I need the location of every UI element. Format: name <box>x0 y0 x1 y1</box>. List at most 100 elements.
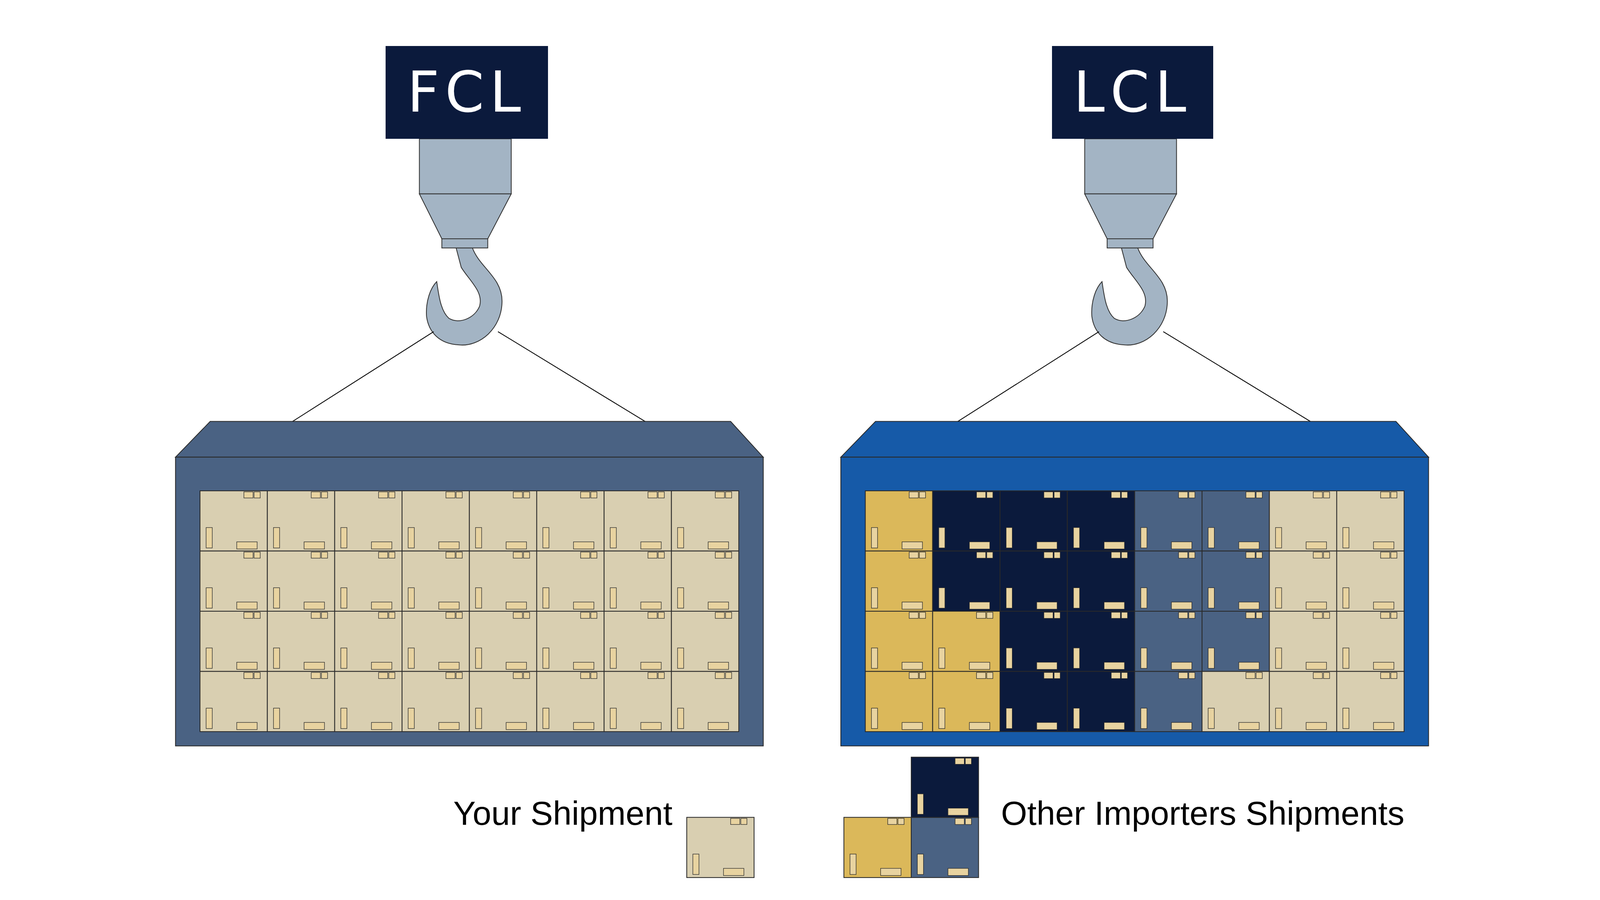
parcel-mark <box>446 672 456 679</box>
parcel-body <box>686 817 754 878</box>
parcel-body <box>1202 551 1270 612</box>
parcel-mark <box>456 552 462 558</box>
parcel-mark <box>610 587 617 608</box>
parcel-mark <box>590 492 597 498</box>
parcel-mark <box>1256 612 1262 619</box>
parcel-mark <box>708 662 729 670</box>
parcel-mark <box>371 722 392 730</box>
parcel-mark <box>898 818 904 825</box>
parcel-mark <box>513 612 523 619</box>
parcel-mark <box>1306 722 1327 730</box>
label-text: LCL <box>1073 64 1192 121</box>
parcel-body <box>1000 490 1068 552</box>
crane-funnel <box>419 194 512 239</box>
parcel-mark <box>986 552 993 558</box>
parcel-mark <box>1121 492 1128 498</box>
parcel-mark <box>902 662 923 670</box>
parcel-mark <box>542 527 549 548</box>
parcel-mark <box>1342 708 1349 729</box>
parcel-mark <box>1246 672 1256 679</box>
parcel-mark <box>871 708 878 729</box>
parcel-box <box>686 817 754 878</box>
parcel-mark <box>1171 542 1192 550</box>
parcel-mark <box>730 818 740 825</box>
parcel-mark <box>1054 552 1060 558</box>
parcel-mark <box>580 552 590 558</box>
parcel-box <box>1202 490 1270 552</box>
parcel-mark <box>902 722 923 730</box>
parcel-mark <box>1054 492 1060 498</box>
parcel-mark <box>475 648 482 669</box>
parcel-mark <box>715 492 725 498</box>
parcel-mark <box>340 587 347 608</box>
parcel-mark <box>1373 542 1394 550</box>
parcel-mark <box>1073 648 1080 669</box>
parcel-box <box>1000 490 1068 552</box>
parcel-mark <box>948 868 969 876</box>
parcel-body <box>865 611 933 672</box>
parcel-mark <box>475 587 482 608</box>
parcel-mark <box>658 492 664 498</box>
parcel-mark <box>1178 552 1188 558</box>
parcel-body <box>604 611 672 672</box>
parcel-mark <box>542 708 549 729</box>
parcel-mark <box>1380 612 1390 619</box>
parcel-body <box>334 490 402 552</box>
parcel-body <box>1000 611 1068 672</box>
parcel-body <box>536 611 604 672</box>
parcel-mark <box>917 794 924 815</box>
parcel-mark <box>1342 648 1349 669</box>
parcel-mark <box>523 672 530 679</box>
parcel-mark <box>506 542 527 550</box>
parcel-mark <box>580 492 590 498</box>
parcel-mark <box>273 648 280 669</box>
parcel-mark <box>640 542 662 550</box>
parcel-mark <box>658 672 664 679</box>
parcel-body <box>1134 611 1202 672</box>
parcel-mark <box>254 672 260 679</box>
parcel-mark <box>388 612 395 619</box>
parcel-mark <box>986 612 993 619</box>
parcel-box <box>200 551 268 612</box>
parcel-box <box>865 490 933 552</box>
parcel-body <box>1000 671 1068 732</box>
parcel-body <box>1134 671 1202 732</box>
parcel-body <box>469 611 537 672</box>
parcel-mark <box>1171 662 1192 670</box>
parcel-mark <box>976 612 986 619</box>
container-body <box>175 457 764 746</box>
parcel-box <box>604 671 672 732</box>
parcel-mark <box>919 492 926 498</box>
parcel-mark <box>1104 662 1125 670</box>
parcel-mark <box>1306 602 1327 610</box>
parcel-mark <box>513 552 523 558</box>
parcel-mark <box>919 552 926 558</box>
parcel-body <box>932 671 1000 732</box>
parcel-mark <box>236 602 258 610</box>
parcel-mark <box>955 758 965 764</box>
parcel-box <box>1134 490 1202 552</box>
legend-text: Your Shipment <box>453 796 673 830</box>
parcel-mark <box>1256 672 1262 679</box>
parcel-mark <box>1313 492 1323 498</box>
parcel-mark <box>408 708 414 729</box>
parcel-box <box>932 671 1000 732</box>
parcel-body <box>267 490 335 552</box>
parcel-body <box>1202 671 1270 732</box>
parcel-mark <box>715 552 725 558</box>
parcel-mark <box>677 527 684 548</box>
container-top <box>175 421 764 458</box>
parcel-body <box>671 611 739 672</box>
parcel-mark <box>1188 552 1195 558</box>
parcel-mark <box>969 662 990 670</box>
parcel-mark <box>965 758 972 764</box>
parcel-mark <box>236 662 258 670</box>
parcel-mark <box>388 552 395 558</box>
parcel-box <box>671 611 739 672</box>
crane-funnel <box>1084 194 1177 239</box>
parcel-mark <box>909 612 919 619</box>
parcel-box <box>1134 551 1202 612</box>
parcel-box <box>267 611 335 672</box>
parcel-mark <box>986 672 993 679</box>
